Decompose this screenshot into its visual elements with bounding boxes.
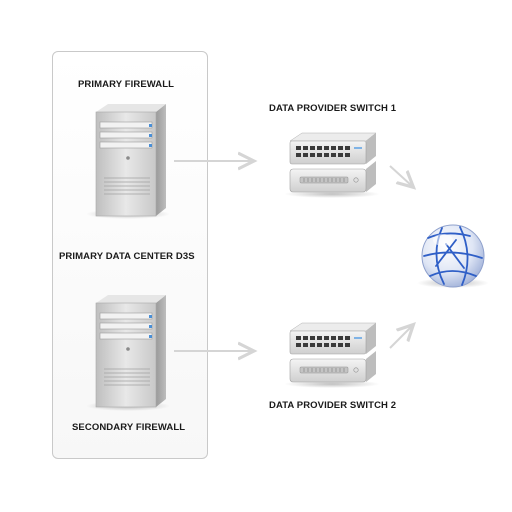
switch-2-label: DATA PROVIDER SWITCH 2 <box>269 400 397 411</box>
arrow-switch-2-to-internet <box>389 326 412 349</box>
primary-firewall-server-icon <box>86 104 170 219</box>
primary-firewall-label: PRIMARY FIREWALL <box>78 79 175 90</box>
switch-1-icon <box>284 132 380 198</box>
switch-2-icon <box>284 322 380 388</box>
internet-globe-icon <box>417 224 489 288</box>
secondary-firewall-label: SECONDARY FIREWALL <box>72 422 186 433</box>
arrow-switch-1-to-internet <box>389 165 412 186</box>
secondary-firewall-server-icon <box>86 295 170 411</box>
data-center-label: PRIMARY DATA CENTER D3S <box>59 251 195 262</box>
switch-1-label: DATA PROVIDER SWITCH 1 <box>269 103 397 114</box>
